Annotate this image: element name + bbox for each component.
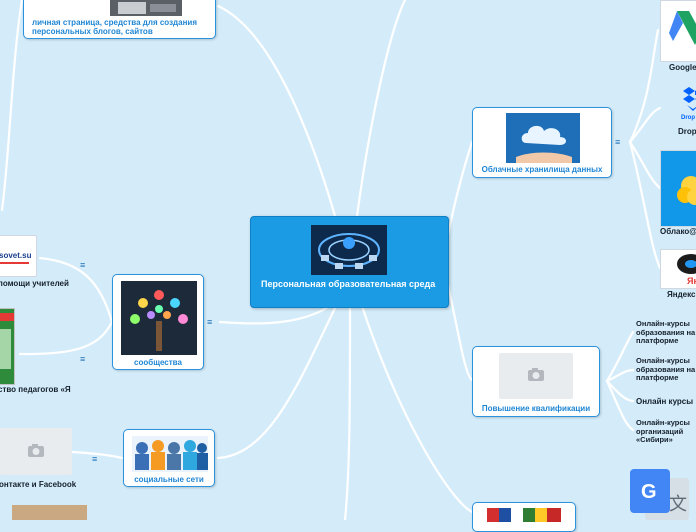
node-social-networks[interactable]: социальные сети [123,429,215,487]
tree-image [121,281,197,355]
yandex-disk-tile: Янде [660,249,696,289]
central-title: Персональная образовательная среда [261,279,436,289]
node-menu-icon[interactable]: ≡ [80,260,86,270]
oblako-tile [660,150,696,227]
node-label: Повышение квалификации [481,404,591,413]
connector-lines [0,0,662,520]
node-menu-icon[interactable]: ≡ [92,454,98,464]
pedsovet-tile: sovet.su [0,235,37,277]
leaf-label-pedagogy[interactable]: ство педагогов «Я [0,385,71,394]
node-menu-icon[interactable]: ≡ [80,354,86,364]
google-drive-icon [669,11,696,45]
leaf-label-pedsovet[interactable]: помощи учителей [0,279,69,288]
node-personal-page[interactable]: личная страница, средства для создания п… [23,0,216,39]
cloud-mail-icon [677,176,696,205]
blog-image [110,0,182,16]
node-label: сообщества [134,358,182,367]
cloud-hand-image [506,113,580,163]
leaf-label-dropbox[interactable]: Dropbox [678,127,696,136]
pedagogy-tile [0,308,15,385]
leaf-label-oblako[interactable]: Облако@ [660,227,696,236]
social-people-image [132,436,208,472]
leaf-label-vk-facebook[interactable]: онтакте и Facebook [0,480,77,489]
pedsovet-logo-text: sovet.su [0,251,32,260]
google-translate-icon[interactable]: G 文 [629,468,691,520]
camera-icon [528,368,544,381]
node-menu-icon[interactable]: ≡ [615,137,621,147]
yandex-disk-icon: Янде [677,254,696,286]
node-qualification[interactable]: Повышение квалификации [472,346,600,417]
svg-text:Drop: Drop [681,115,695,121]
node-communities[interactable]: сообщества [112,274,204,370]
svg-text:文: 文 [669,494,687,515]
image-placeholder [0,428,72,475]
leaf-course-1[interactable]: Онлайн-курсы образования на платформе [636,319,696,345]
central-topic[interactable]: Персональная образовательная среда [250,216,449,308]
node-label: личная страница, средства для создания п… [32,18,197,36]
leaf-course-3[interactable]: Онлайн курсы [636,397,694,406]
google-drive-tile [660,0,696,62]
camera-icon [28,444,44,457]
node-cloud-storage[interactable]: Облачные хранилища данных [472,107,612,178]
leaf-course-4[interactable]: Онлайн-курсы организаций «Сибири» [636,418,690,444]
image-placeholder [499,353,573,399]
dropbox-icon: Drop [681,87,696,121]
node-menu-icon[interactable]: ≡ [207,317,213,327]
leaf-label-google[interactable]: Google [669,63,696,72]
node-label: социальные сети [134,475,204,484]
leaf-course-2[interactable]: Онлайн-курсы образования на платформе [636,356,696,382]
node-label: Облачные хранилища данных [481,165,603,174]
svg-text:Янде: Янде [687,276,696,286]
leaf-label-yandex[interactable]: Яндекс [667,290,696,299]
partial-image-bottom [12,505,87,520]
network-image [311,225,387,275]
flags-image [487,508,561,522]
svg-text:G: G [641,481,657,503]
node-languages[interactable] [472,502,576,532]
